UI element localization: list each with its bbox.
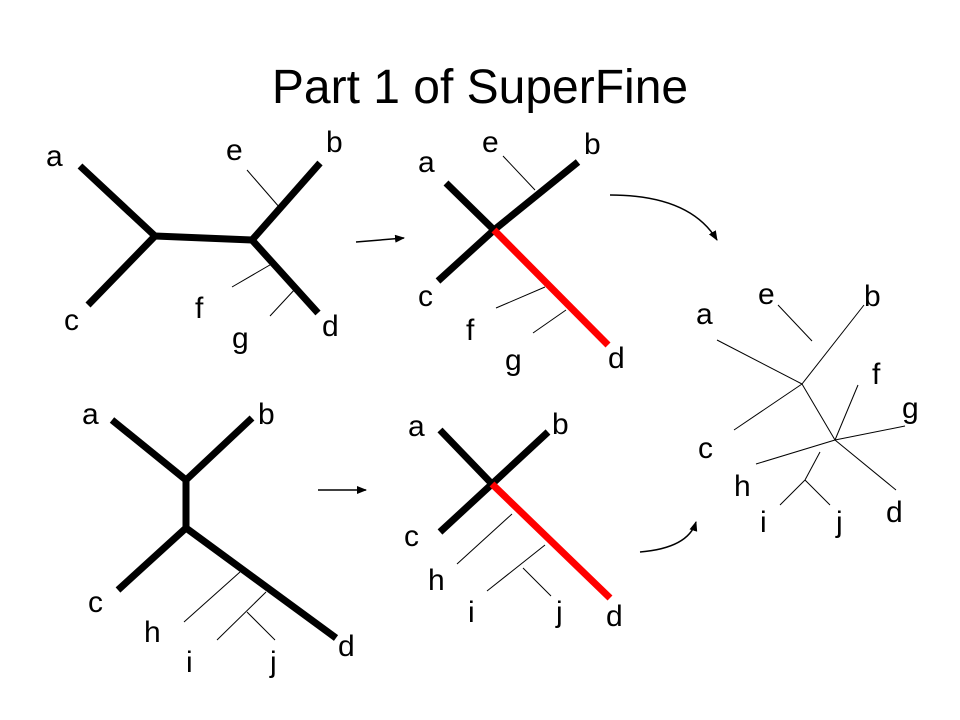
leaf-label-d: d	[338, 630, 355, 663]
leaf-label-b: b	[258, 398, 275, 431]
leaf-label-e: e	[758, 278, 775, 311]
leaf-label-d: d	[322, 310, 339, 343]
edge-internal	[801, 383, 836, 441]
edge-e	[502, 155, 536, 191]
edge-c	[437, 481, 495, 535]
edge-g	[532, 309, 567, 334]
leaf-label-d: d	[606, 600, 623, 633]
edge-b	[801, 304, 865, 385]
leaf-label-g: g	[232, 322, 249, 355]
edge-c	[733, 383, 803, 431]
leaf-label-e: e	[482, 126, 499, 159]
edge-b	[183, 415, 255, 483]
edge-d-highlighted	[491, 227, 611, 348]
leaf-label-h: h	[428, 564, 445, 597]
leaf-label-b: b	[584, 128, 601, 161]
edge-a	[716, 339, 803, 385]
leaf-label-c: c	[404, 520, 419, 553]
edge-b	[489, 429, 551, 487]
leaf-label-h: h	[144, 616, 161, 649]
leaf-label-i: i	[760, 506, 767, 539]
edge-a	[443, 180, 497, 233]
leaf-label-i: i	[186, 646, 193, 679]
edge-f	[231, 261, 276, 288]
edge-g	[269, 287, 297, 317]
leaf-label-c: c	[418, 280, 433, 313]
edge-i	[779, 479, 806, 506]
edge-h	[456, 513, 513, 565]
leaf-label-j: j	[555, 596, 563, 629]
edge-d	[249, 237, 321, 316]
edge-c	[435, 227, 497, 284]
edge-c	[115, 525, 189, 593]
leaf-label-f: f	[195, 292, 204, 325]
leaf-label-g: g	[902, 392, 919, 425]
edge-h	[183, 571, 241, 623]
leaf-label-c: c	[64, 304, 79, 337]
leaf-label-d: d	[608, 342, 625, 375]
leaf-label-f: f	[872, 358, 881, 391]
leaf-label-b: b	[552, 408, 569, 441]
tree-top-collapsed: e b a c f g d	[418, 126, 625, 377]
leaf-label-h: h	[734, 470, 751, 503]
edge-j	[246, 611, 276, 641]
leaf-label-b: b	[326, 126, 343, 159]
leaf-label-c: c	[698, 432, 713, 465]
curved-arrow-bottom	[639, 521, 698, 553]
edge-a	[109, 417, 189, 483]
edge-d	[183, 525, 339, 641]
edge-j	[522, 567, 552, 597]
edge-f	[495, 286, 546, 309]
leaf-label-f: f	[466, 314, 475, 347]
edge-ij-stem	[804, 451, 821, 481]
leaf-label-g: g	[505, 344, 522, 377]
arrow-top	[355, 234, 405, 243]
edge-g	[834, 425, 906, 441]
leaf-label-j: j	[269, 646, 277, 679]
leaf-label-j: j	[835, 506, 843, 539]
leaf-label-i: i	[468, 596, 475, 629]
leaf-label-b: b	[864, 280, 881, 313]
edge-e	[777, 304, 813, 342]
leaf-label-d: d	[886, 496, 903, 529]
edge-j	[804, 479, 831, 506]
edge-i	[216, 591, 267, 641]
slide-title: Part 1 of SuperFine	[272, 61, 688, 114]
edge-h-parent	[755, 439, 836, 465]
edge-b	[249, 160, 323, 243]
leaf-label-a: a	[82, 398, 99, 431]
edge-c	[85, 233, 158, 308]
edge-e	[246, 169, 281, 209]
edge-a	[437, 427, 495, 487]
curved-arrow-top	[609, 194, 718, 241]
edge-internal	[154, 232, 253, 244]
edge-f	[834, 384, 859, 441]
tree-bottom-input: a b c h i j d	[82, 398, 355, 679]
edge-b	[491, 159, 581, 233]
tree-merged: e b a f g c h d i j	[696, 278, 919, 539]
leaf-label-c: c	[88, 586, 103, 619]
leaf-label-a: a	[46, 140, 63, 173]
leaf-label-e: e	[226, 134, 243, 167]
leaf-label-a: a	[418, 146, 435, 179]
edge-a	[77, 163, 158, 239]
edge-d-highlighted	[489, 481, 613, 601]
leaf-label-a: a	[696, 298, 713, 331]
tree-top-input: a e b c f g d	[46, 126, 343, 355]
leaf-label-a: a	[408, 410, 425, 443]
edge-d	[834, 439, 897, 491]
edge-i	[486, 544, 546, 592]
tree-bottom-collapsed: a b c h i j d	[404, 408, 623, 633]
